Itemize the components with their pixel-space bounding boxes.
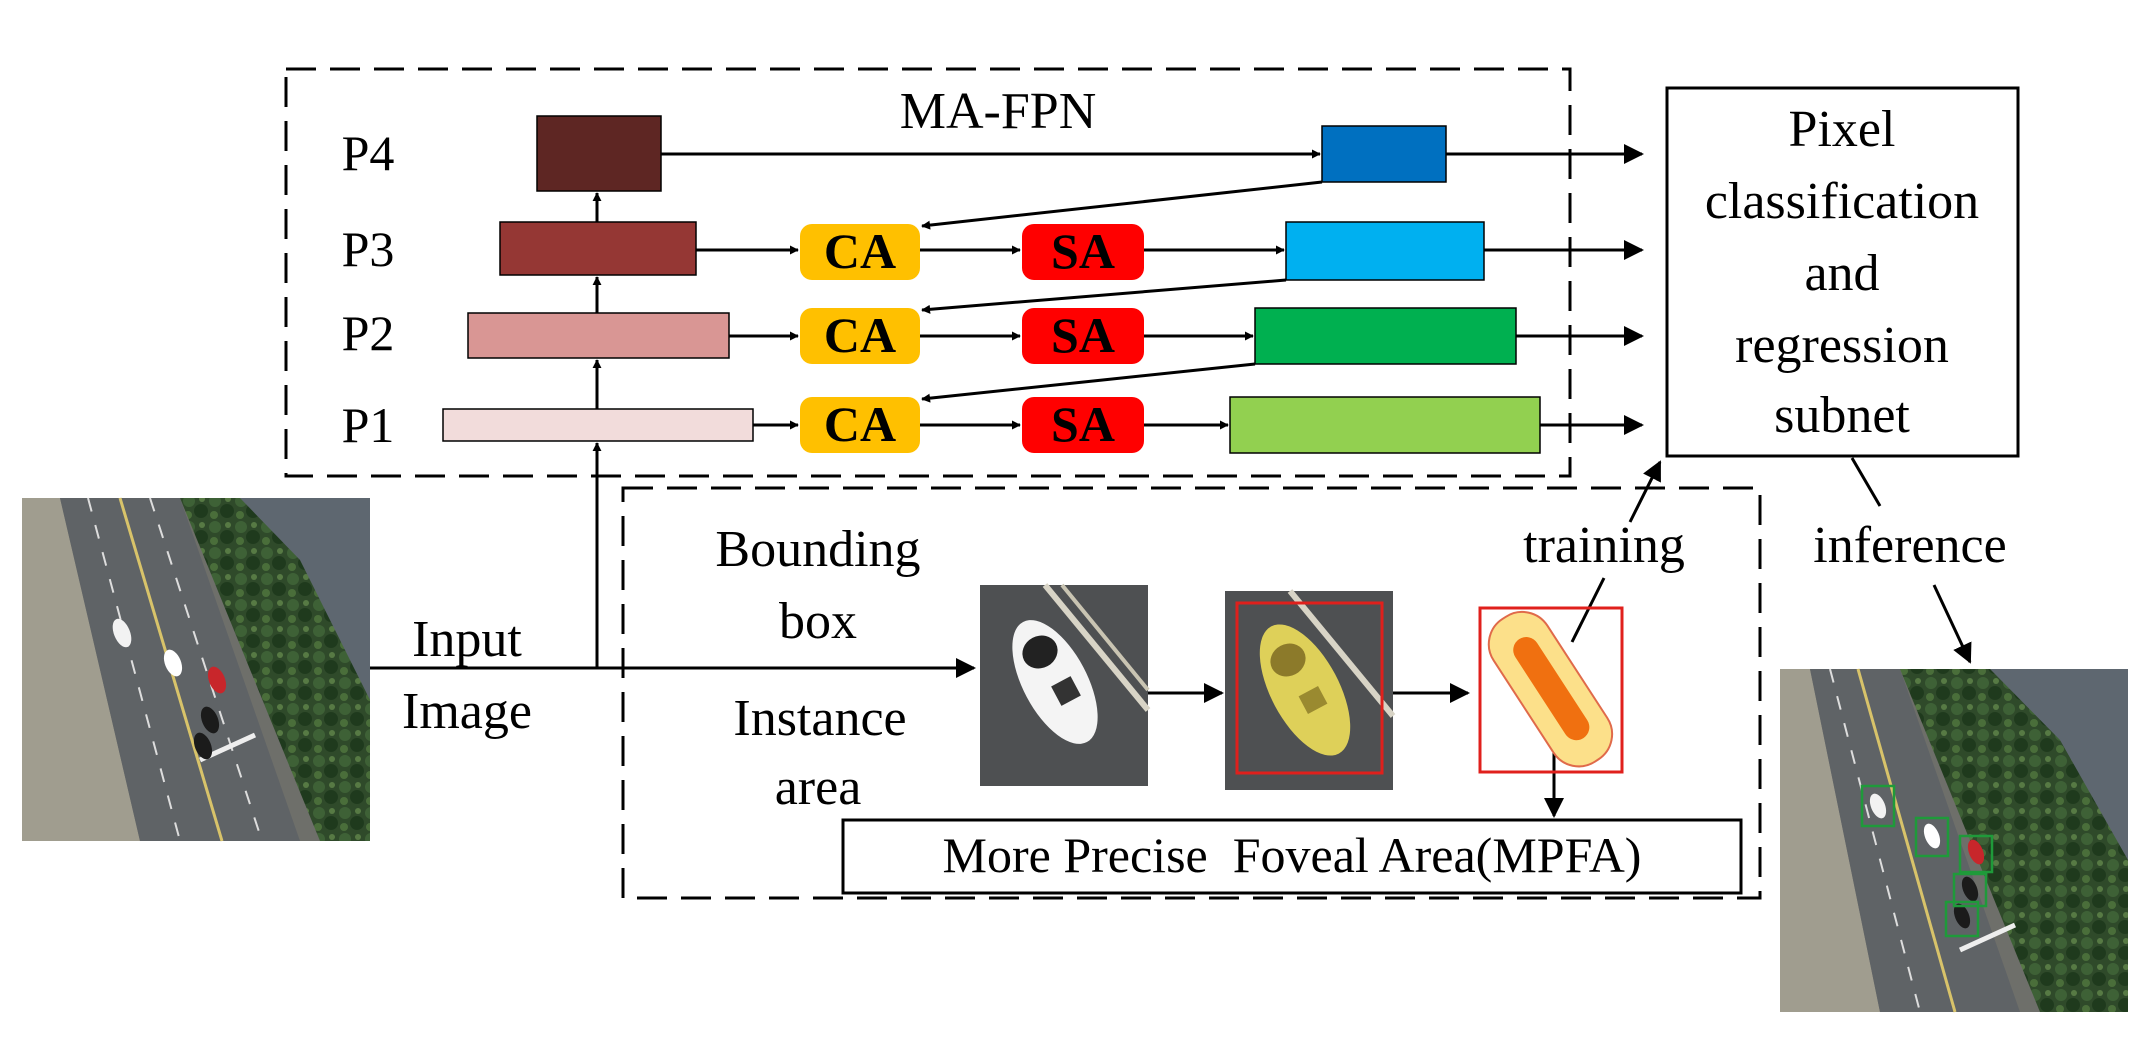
backbone-block-p3 [499, 221, 697, 276]
output-block-p2 [1254, 307, 1517, 365]
backbone-block-p4 [536, 115, 662, 192]
topdown-arrow-p4-to-p3 [921, 180, 1323, 230]
training-arrow [1628, 460, 1662, 523]
output-block-p1 [1229, 396, 1541, 454]
yellow-car-icon [1225, 589, 1396, 790]
aerial-image-icon [22, 497, 370, 842]
level-label-p4: P4 [342, 125, 395, 181]
mpfa-frame [621, 486, 1762, 900]
head-line-1: Pixel [1789, 101, 1896, 158]
sa-module-p1 [1022, 397, 1144, 453]
sa-module-p2 [1022, 308, 1144, 364]
training-label: training [1523, 517, 1685, 574]
head-line-2: classification [1705, 173, 1979, 230]
input-label-line-1: Input [412, 611, 522, 668]
topdown-arrow-p3-to-p2 [921, 278, 1287, 314]
ca-module-p3 [800, 224, 920, 280]
car-crop-icon [980, 583, 1151, 786]
ca-label-p1: CA [824, 396, 896, 452]
ma-fpn-title: MA-FPN [900, 83, 1097, 140]
topdown-arrow-p2-to-p1 [921, 362, 1256, 403]
sa-label-p3: SA [1051, 223, 1115, 279]
ca-module-p1 [800, 397, 920, 453]
backbone-block-p1 [442, 408, 754, 442]
instance-area-label-line-1: Instance [733, 690, 906, 747]
ca-module-p2 [800, 308, 920, 364]
sa-label-p2: SA [1051, 307, 1115, 363]
sa-label-p1: SA [1051, 396, 1115, 452]
sa-module-p3 [1022, 224, 1144, 280]
ca-label-p3: CA [824, 223, 896, 279]
output-block-p3 [1285, 221, 1485, 281]
mpfa-label-box [841, 818, 1743, 895]
ca-label-p2: CA [824, 307, 896, 363]
instance-area-label-line-2: area [775, 759, 862, 816]
inference-label: inference [1813, 517, 2006, 574]
head-line-4: regression [1735, 317, 1949, 374]
mpfa-label: More Precise Foveal Area(MPFA) [943, 827, 1642, 883]
backbone-block-p2 [467, 312, 730, 359]
training-line [1570, 577, 1606, 643]
detection-result-icon [1780, 668, 2128, 1013]
level-label-p3: P3 [342, 221, 395, 277]
head-line-3: and [1804, 245, 1879, 302]
foveal-area-icon [1478, 606, 1624, 774]
output-block-p4 [1321, 125, 1447, 183]
bounding-box-label-line-1: Bounding [715, 521, 920, 578]
inference-line-top [1850, 457, 1882, 507]
head-subnet-box [1665, 86, 2020, 458]
bounding-box-label-line-2: box [779, 593, 857, 650]
level-label-p1: P1 [342, 397, 395, 453]
ma-fpn-frame [284, 67, 1572, 478]
inference-arrow [1932, 584, 1972, 664]
level-label-p2: P2 [342, 305, 395, 361]
input-label-line-2: Image [402, 683, 532, 740]
head-line-5: subnet [1774, 387, 1910, 444]
